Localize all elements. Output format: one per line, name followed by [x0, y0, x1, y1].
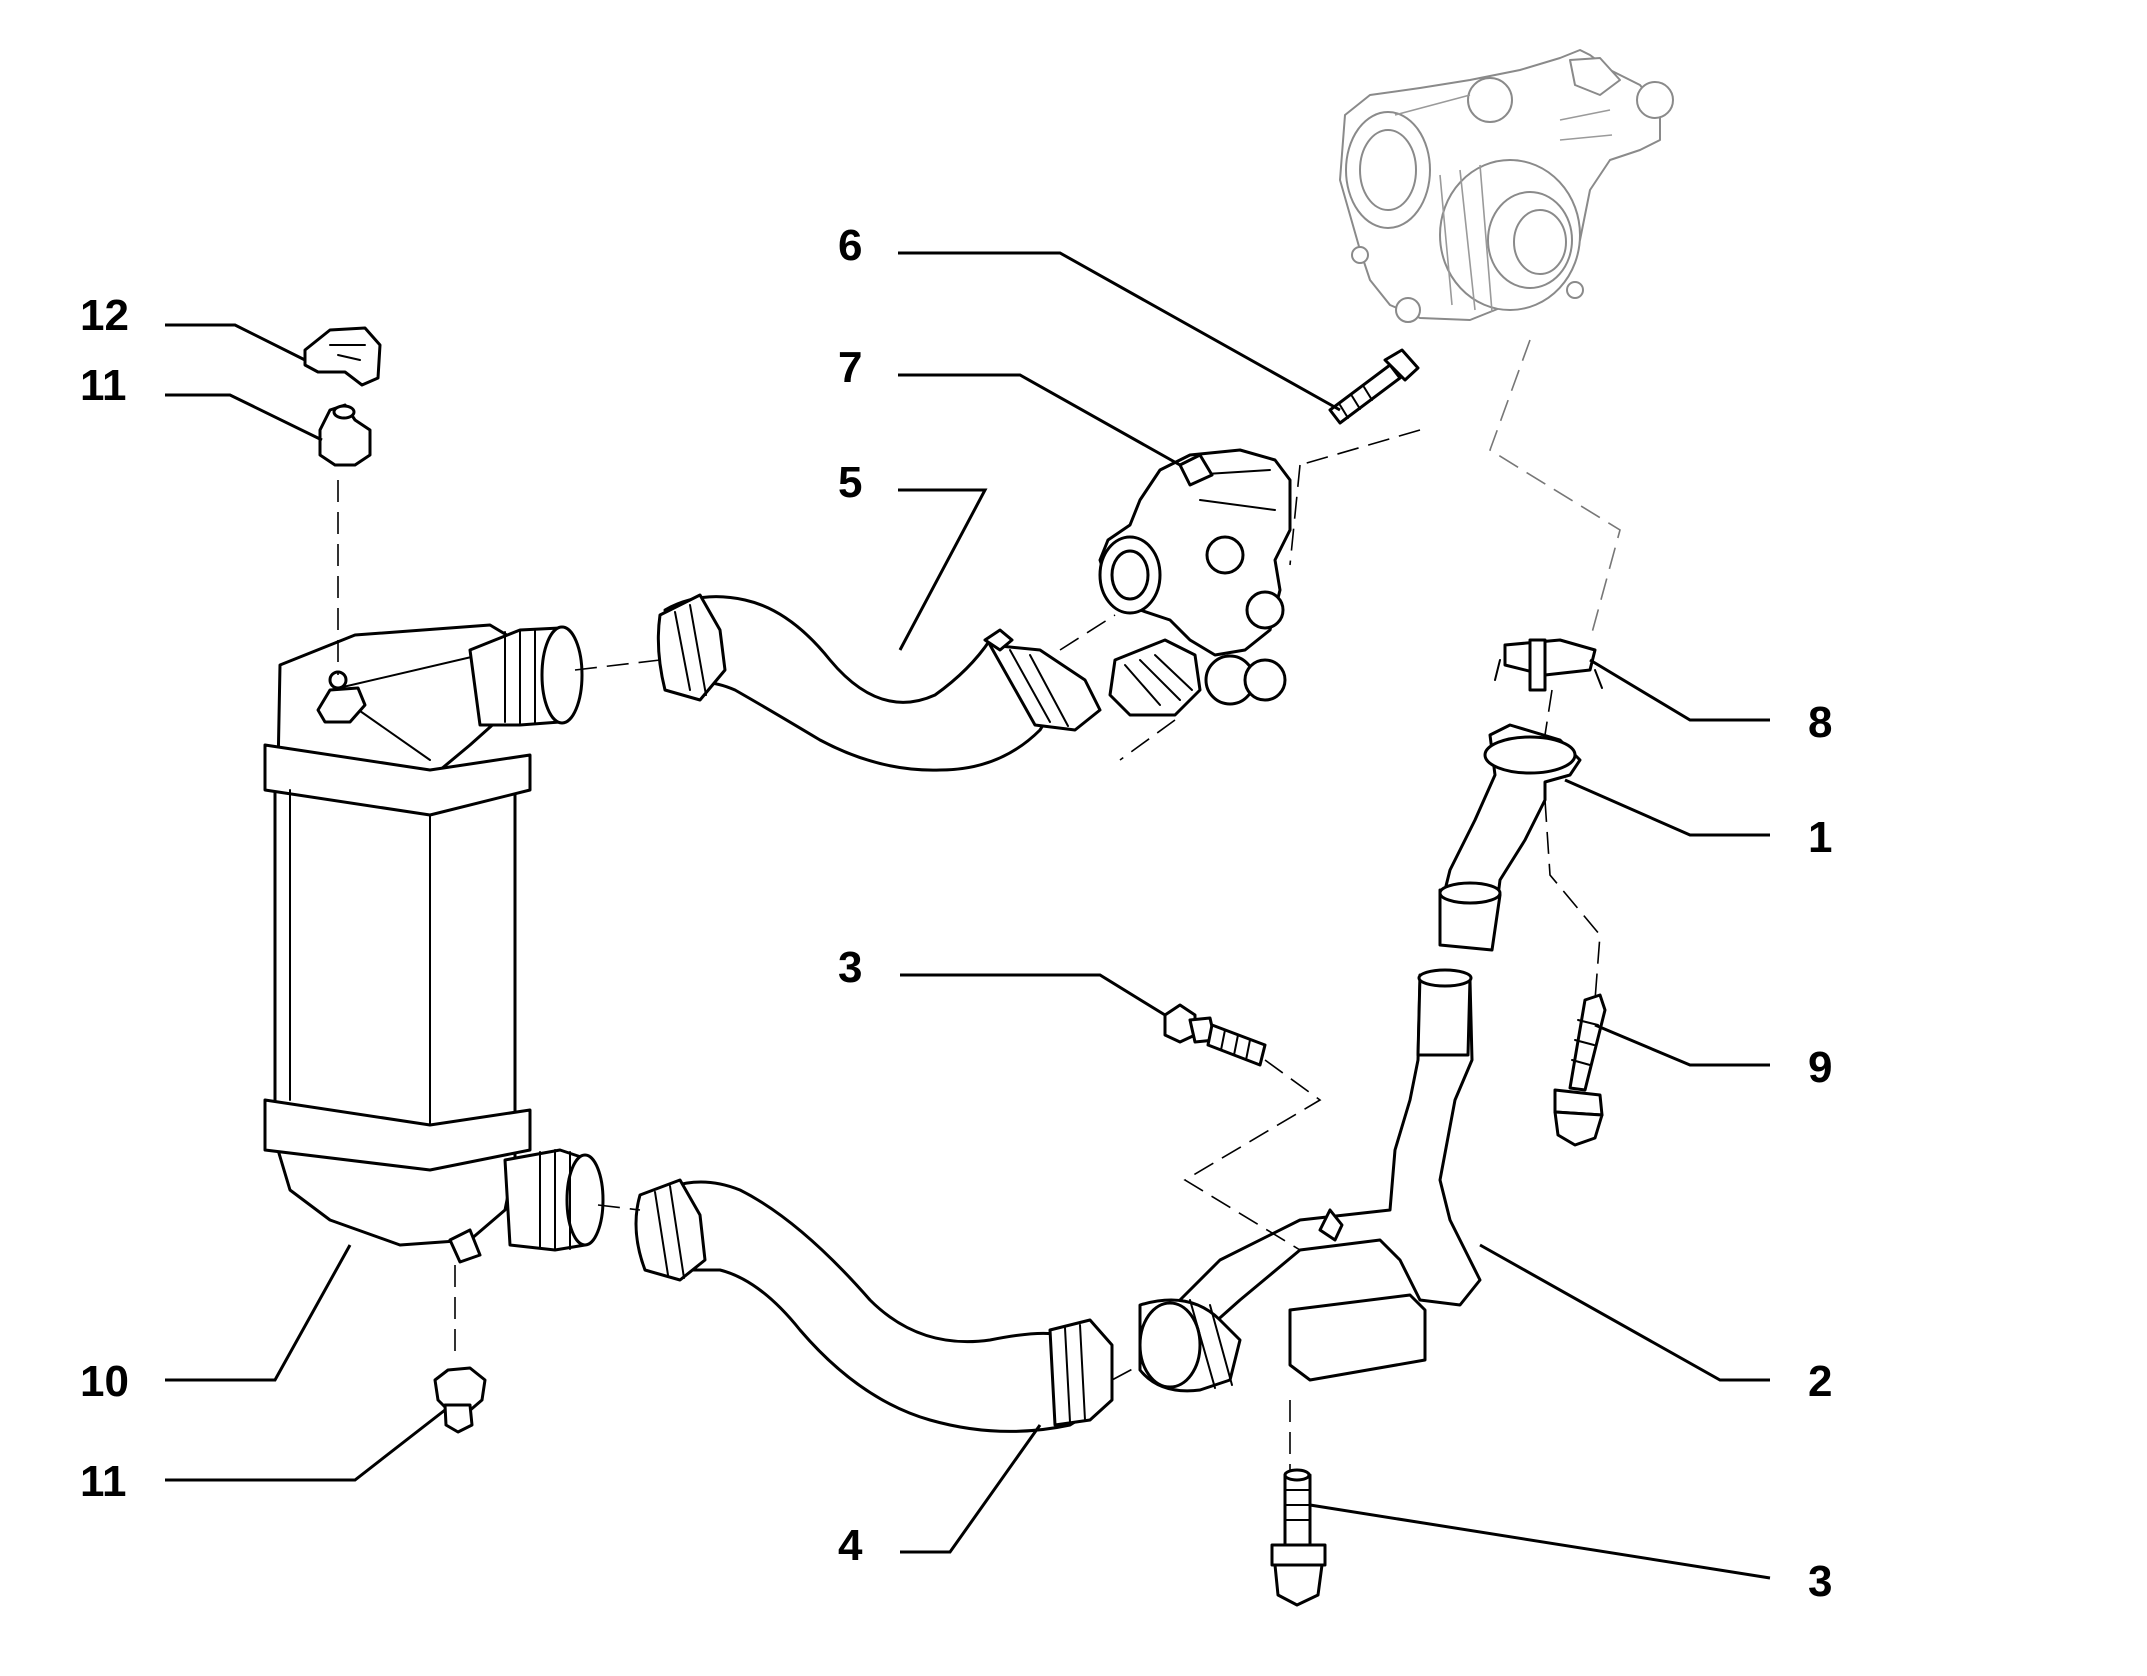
- assembly-lines: [337, 339, 1621, 1470]
- clamp-8: [1494, 638, 1603, 692]
- callout-3-upper: 3: [838, 943, 862, 992]
- bolt-3-upper: [1163, 1003, 1267, 1067]
- pipe-2: [1138, 968, 1482, 1393]
- callout-labels: 6 7 5 3 4 8 1 9 2 3 10 11 12 11: [80, 221, 1832, 1606]
- pipe-1: [1438, 723, 1582, 952]
- hose-4: [634, 1178, 1114, 1433]
- leader-lines: [165, 251, 1771, 1580]
- turbocharger: [1339, 49, 1674, 323]
- callout-6: 6: [838, 221, 862, 270]
- callout-4: 4: [838, 1521, 863, 1570]
- callout-1: 1: [1808, 813, 1832, 862]
- callout-7: 7: [838, 343, 862, 392]
- callout-8: 8: [1808, 698, 1832, 747]
- callout-3-lower: 3: [1808, 1557, 1832, 1606]
- part-11-grommet-bottom: [433, 1366, 487, 1434]
- bolt-9: [1553, 993, 1607, 1147]
- callout-12: 12: [80, 291, 129, 340]
- part-12-cap: [303, 326, 382, 387]
- callout-11-lower: 11: [80, 1457, 127, 1506]
- bolt-6: [1328, 348, 1420, 425]
- callout-11-upper: 11: [80, 361, 127, 410]
- bolt-3-lower: [1270, 1468, 1327, 1607]
- throttle-body: [1098, 448, 1292, 717]
- intercooler: [263, 623, 605, 1264]
- part-11-grommet-top: [318, 403, 372, 467]
- callout-10: 10: [80, 1357, 129, 1406]
- callout-9: 9: [1808, 1043, 1832, 1092]
- hose-5: [656, 593, 1102, 772]
- callout-2: 2: [1808, 1357, 1832, 1406]
- callout-5: 5: [838, 458, 862, 507]
